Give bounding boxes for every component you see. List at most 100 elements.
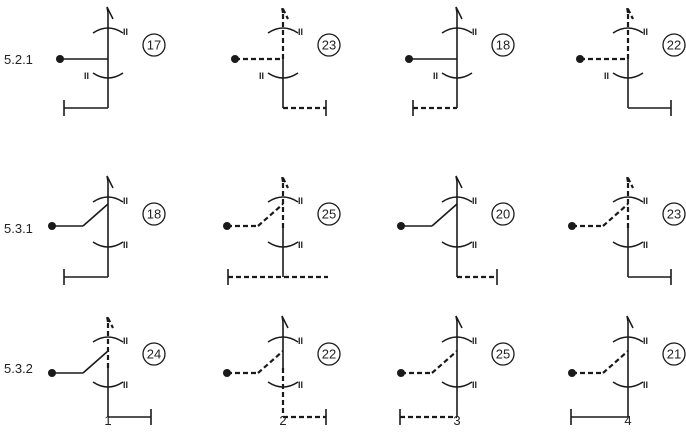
lower-mark: II bbox=[123, 380, 128, 390]
upper-mark: II bbox=[298, 196, 303, 206]
feed-elbow bbox=[82, 350, 109, 374]
lower-mark: II bbox=[298, 380, 303, 390]
stem-tip bbox=[281, 315, 289, 329]
source-dot bbox=[56, 55, 64, 63]
upper-mark: II bbox=[472, 196, 477, 206]
lower-bend-arc bbox=[92, 72, 124, 79]
upper-bend-arc bbox=[612, 336, 644, 343]
badge-value: 21 bbox=[667, 347, 681, 362]
upper-mark: II bbox=[472, 27, 477, 37]
lower-bend-arc bbox=[441, 381, 473, 388]
stem-tip bbox=[455, 175, 463, 189]
stem-tip bbox=[455, 315, 463, 329]
upper-mark: II bbox=[643, 27, 648, 37]
lower-mark: II bbox=[643, 240, 648, 250]
upper-mark: II bbox=[123, 27, 128, 37]
lower-mark: II bbox=[472, 380, 477, 390]
column-label: 1 bbox=[104, 413, 111, 428]
stem-tip bbox=[625, 175, 634, 189]
feed-elbow bbox=[257, 203, 284, 227]
badge-value: 24 bbox=[147, 347, 161, 362]
value-badge bbox=[491, 33, 515, 57]
badge-value: 17 bbox=[147, 38, 161, 53]
badge-value: 18 bbox=[147, 207, 161, 222]
upper-bend-arc bbox=[92, 196, 124, 203]
upper-bend-arc bbox=[267, 27, 299, 34]
source-dot bbox=[223, 222, 231, 230]
badge-value: 23 bbox=[667, 207, 681, 222]
stem-tip bbox=[625, 6, 634, 20]
stem-tip bbox=[280, 6, 289, 20]
source-dot bbox=[405, 55, 413, 63]
upper-bend-arc bbox=[441, 27, 473, 34]
column-label: 2 bbox=[279, 413, 286, 428]
source-dot bbox=[397, 222, 405, 230]
lower-bend-arc bbox=[612, 241, 644, 248]
value-badge bbox=[662, 33, 686, 57]
badge-value: 25 bbox=[322, 207, 336, 222]
upper-mark: II bbox=[123, 336, 128, 346]
lower-bend-arc bbox=[92, 241, 124, 248]
row-label: 5.2.1 bbox=[4, 52, 33, 67]
source-dot bbox=[48, 222, 56, 230]
badge-value: 25 bbox=[496, 347, 510, 362]
stem-tip bbox=[455, 6, 463, 20]
lower-bend-arc bbox=[612, 381, 644, 388]
stem-tip bbox=[626, 315, 634, 329]
lower-bend-arc bbox=[267, 381, 299, 388]
upper-bend-arc bbox=[441, 196, 473, 203]
upper-mark: II bbox=[298, 336, 303, 346]
feed-elbow bbox=[602, 203, 629, 227]
value-badge bbox=[317, 202, 341, 226]
upper-bend-arc bbox=[612, 27, 644, 34]
badge-value: 23 bbox=[322, 38, 336, 53]
lower-bend-arc bbox=[441, 72, 473, 79]
stem-tip bbox=[105, 315, 114, 329]
upper-bend-arc bbox=[612, 196, 644, 203]
upper-bend-arc bbox=[267, 336, 299, 343]
badge-value: 22 bbox=[322, 347, 336, 362]
source-dot bbox=[397, 369, 405, 377]
value-badge bbox=[142, 342, 166, 366]
badge-value: 20 bbox=[496, 207, 510, 222]
lower-mark: II bbox=[298, 240, 303, 250]
badge-value: 18 bbox=[496, 38, 510, 53]
lower-mark: II bbox=[643, 380, 648, 390]
lower-bend-arc bbox=[267, 241, 299, 248]
value-badge bbox=[662, 342, 686, 366]
value-badge bbox=[317, 33, 341, 57]
lower-mark: II bbox=[604, 71, 609, 81]
feed-elbow bbox=[257, 350, 284, 374]
row-label: 5.3.2 bbox=[4, 361, 33, 376]
lower-mark: II bbox=[433, 71, 438, 81]
value-badge bbox=[142, 202, 166, 226]
column-label: 3 bbox=[453, 413, 460, 428]
row-label: 5.3.1 bbox=[4, 221, 33, 236]
lower-bend-arc bbox=[92, 381, 124, 388]
stem-tip bbox=[106, 6, 114, 20]
upper-mark: II bbox=[123, 196, 128, 206]
stem-tip bbox=[280, 175, 289, 189]
feed-elbow bbox=[431, 350, 458, 374]
feed-elbow bbox=[431, 203, 458, 227]
source-dot bbox=[568, 222, 576, 230]
lower-mark: II bbox=[472, 240, 477, 250]
source-dot bbox=[223, 369, 231, 377]
upper-bend-arc bbox=[92, 336, 124, 343]
lower-mark: II bbox=[84, 71, 89, 81]
source-dot bbox=[48, 369, 56, 377]
stem-tip bbox=[106, 175, 114, 189]
value-badge bbox=[491, 202, 515, 226]
upper-bend-arc bbox=[267, 196, 299, 203]
badge-value: 22 bbox=[667, 38, 681, 53]
upper-mark: II bbox=[298, 27, 303, 37]
value-badge bbox=[317, 342, 341, 366]
source-dot bbox=[568, 369, 576, 377]
column-label: 4 bbox=[624, 413, 631, 428]
feed-elbow bbox=[602, 350, 629, 374]
lower-bend-arc bbox=[612, 72, 644, 79]
source-dot bbox=[576, 55, 584, 63]
upper-mark: II bbox=[472, 336, 477, 346]
upper-bend-arc bbox=[441, 336, 473, 343]
